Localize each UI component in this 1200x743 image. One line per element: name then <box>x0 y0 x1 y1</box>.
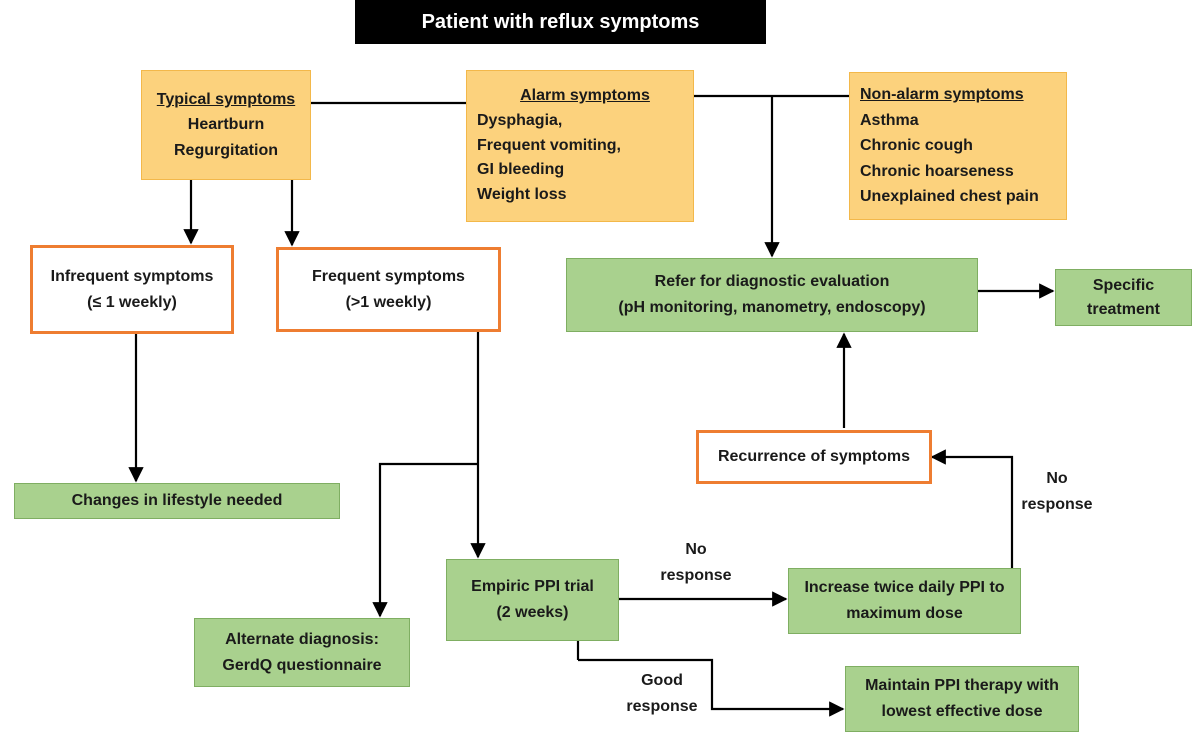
alternate-line2: GerdQ questionnaire <box>222 656 382 674</box>
recurrence-box: Recurrence of symptoms <box>696 430 932 484</box>
label-line: response <box>626 697 698 715</box>
infrequent-line2: (≤ 1 weekly) <box>87 293 177 311</box>
arrow-to-alternate <box>372 462 478 618</box>
refer-line2: (pH monitoring, manometry, endoscopy) <box>618 299 926 316</box>
maintain-line1: Maintain PPI therapy with <box>865 677 1059 695</box>
label-line: No <box>685 541 707 558</box>
alternate-line1: Alternate diagnosis: <box>225 630 379 648</box>
arrow-to-recurrence <box>930 449 1014 568</box>
nonalarm-item: Unexplained chest pain <box>860 188 1039 206</box>
maintain-ppi-box: Maintain PPI therapy with lowest effecti… <box>845 666 1079 732</box>
frequent-symptoms-box: Frequent symptoms (>1 weekly) <box>276 247 501 332</box>
recurrence-text: Recurrence of symptoms <box>717 448 911 466</box>
increase-line1: Increase twice daily PPI to <box>804 579 1005 597</box>
lifestyle-box: Changes in lifestyle needed <box>14 483 340 519</box>
alarm-item: Weight loss <box>477 186 567 204</box>
label-line: No <box>1046 470 1068 487</box>
alternate-diagnosis-box: Alternate diagnosis: GerdQ questionnaire <box>194 618 410 687</box>
label-line: response <box>660 566 732 584</box>
empiric-ppi-box: Empiric PPI trial (2 weeks) <box>446 559 619 641</box>
specific-line2: treatment <box>1087 300 1160 318</box>
refer-line1: Refer for diagnostic evaluation <box>654 273 890 291</box>
infrequent-line1: Infrequent symptoms <box>50 267 214 285</box>
increase-ppi-box: Increase twice daily PPI to maximum dose <box>788 568 1021 634</box>
empiric-line1: Empiric PPI trial <box>471 578 594 596</box>
empiric-line2: (2 weeks) <box>496 604 569 621</box>
label-line: response <box>1021 495 1093 513</box>
refer-evaluation-box: Refer for diagnostic evaluation (pH moni… <box>566 258 978 332</box>
good-response-label: Good response <box>607 668 717 719</box>
nonalarm-symptoms-heading: Non-alarm symptoms <box>860 86 1024 104</box>
nonalarm-item: Chronic cough <box>860 137 973 155</box>
infrequent-symptoms-box: Infrequent symptoms (≤ 1 weekly) <box>30 245 234 334</box>
alarm-item: Dysphagia, <box>477 111 563 129</box>
no-response-label: No response <box>641 537 751 588</box>
typical-item: Heartburn <box>187 116 265 134</box>
no-response-label: No response <box>1002 466 1112 517</box>
maintain-line2: lowest effective dose <box>881 703 1043 720</box>
lifestyle-text: Changes in lifestyle needed <box>71 492 283 510</box>
specific-treatment-box: Specific treatment <box>1055 269 1192 326</box>
nonalarm-item: Chronic hoarseness <box>860 162 1014 180</box>
increase-line2: maximum dose <box>846 605 963 622</box>
specific-line1: Specific <box>1092 277 1155 295</box>
typical-item: Regurgitation <box>174 141 278 159</box>
alarm-item: GI bleeding <box>477 161 565 179</box>
typical-symptoms-heading: Typical symptoms <box>156 90 296 108</box>
arrow-to-maintain <box>578 658 845 717</box>
alarm-symptoms-heading: Alarm symptoms <box>520 87 650 104</box>
page-title: Patient with reflux symptoms <box>355 0 766 44</box>
frequent-line1: Frequent symptoms <box>312 267 465 285</box>
typical-symptoms-box: Typical symptoms Heartburn Regurgitation <box>141 70 311 180</box>
nonalarm-symptoms-box: Non-alarm symptoms Asthma Chronic cough … <box>849 72 1067 220</box>
label-line: Good <box>641 672 683 689</box>
alarm-item: Frequent vomiting, <box>477 136 621 154</box>
frequent-line2: (>1 weekly) <box>345 293 432 311</box>
alarm-symptoms-box: Alarm symptoms Dysphagia, Frequent vomit… <box>466 70 694 222</box>
nonalarm-item: Asthma <box>860 111 919 129</box>
